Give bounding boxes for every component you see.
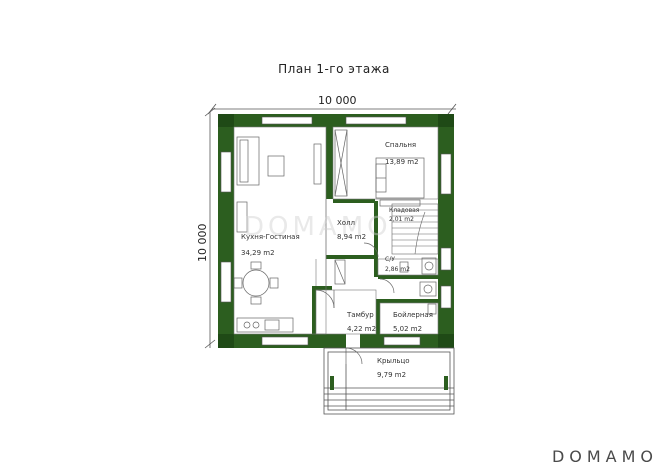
staircase (391, 203, 439, 255)
windows (220, 116, 452, 346)
room-area: 34,29 m2 (241, 249, 275, 257)
room-name: Кладовая (389, 207, 420, 214)
room-label-boiler: Бойлерная 5,02 m2 (393, 311, 433, 334)
room-area: 2,01 m2 (389, 216, 414, 223)
porch (323, 347, 455, 415)
room-label-bathroom: С/У 2,86 m2 (385, 256, 410, 273)
plan-title: План 1-го этажа (278, 62, 390, 76)
room-label-storage: Кладовая 2,01 m2 (389, 207, 419, 223)
interior-walls (312, 127, 438, 334)
room-area: 8,94 m2 (337, 233, 367, 241)
furniture (233, 129, 437, 333)
room-label-porch: Крыльцо 9,79 m2 (377, 357, 410, 380)
room-name: Спальня (385, 141, 417, 149)
room-label-bedroom: Спальня 13,89 m2 (385, 141, 419, 167)
room-name: С/У (385, 256, 395, 263)
dimension-lines (204, 103, 457, 349)
height-dimension: 10 000 (196, 223, 209, 263)
room-area: 4,22 m2 (347, 325, 377, 333)
room-name: Тамбур (347, 311, 374, 319)
room-label-hall: Холл 8,94 m2 (337, 219, 366, 242)
room-label-kitchen-living: Кухня-Гостиная 34,29 m2 (241, 233, 300, 258)
brand-logo: DOMAMO (551, 447, 658, 466)
room-area: 9,79 m2 (377, 371, 407, 379)
room-name: Бойлерная (393, 311, 433, 319)
room-area: 13,89 m2 (385, 158, 419, 166)
width-dimension: 10 000 (318, 94, 357, 107)
watermark: DOMAMO (244, 212, 392, 242)
room-name: Холл (337, 219, 356, 227)
room-area: 5,02 m2 (393, 325, 423, 333)
interior-lines (233, 126, 439, 335)
room-name: Крыльцо (377, 357, 410, 365)
corner-columns (218, 114, 454, 348)
room-area: 2,86 m2 (385, 266, 410, 273)
room-name: Кухня-Гостиная (241, 233, 300, 241)
room-label-vestibule: Тамбур 4,22 m2 (347, 311, 376, 334)
